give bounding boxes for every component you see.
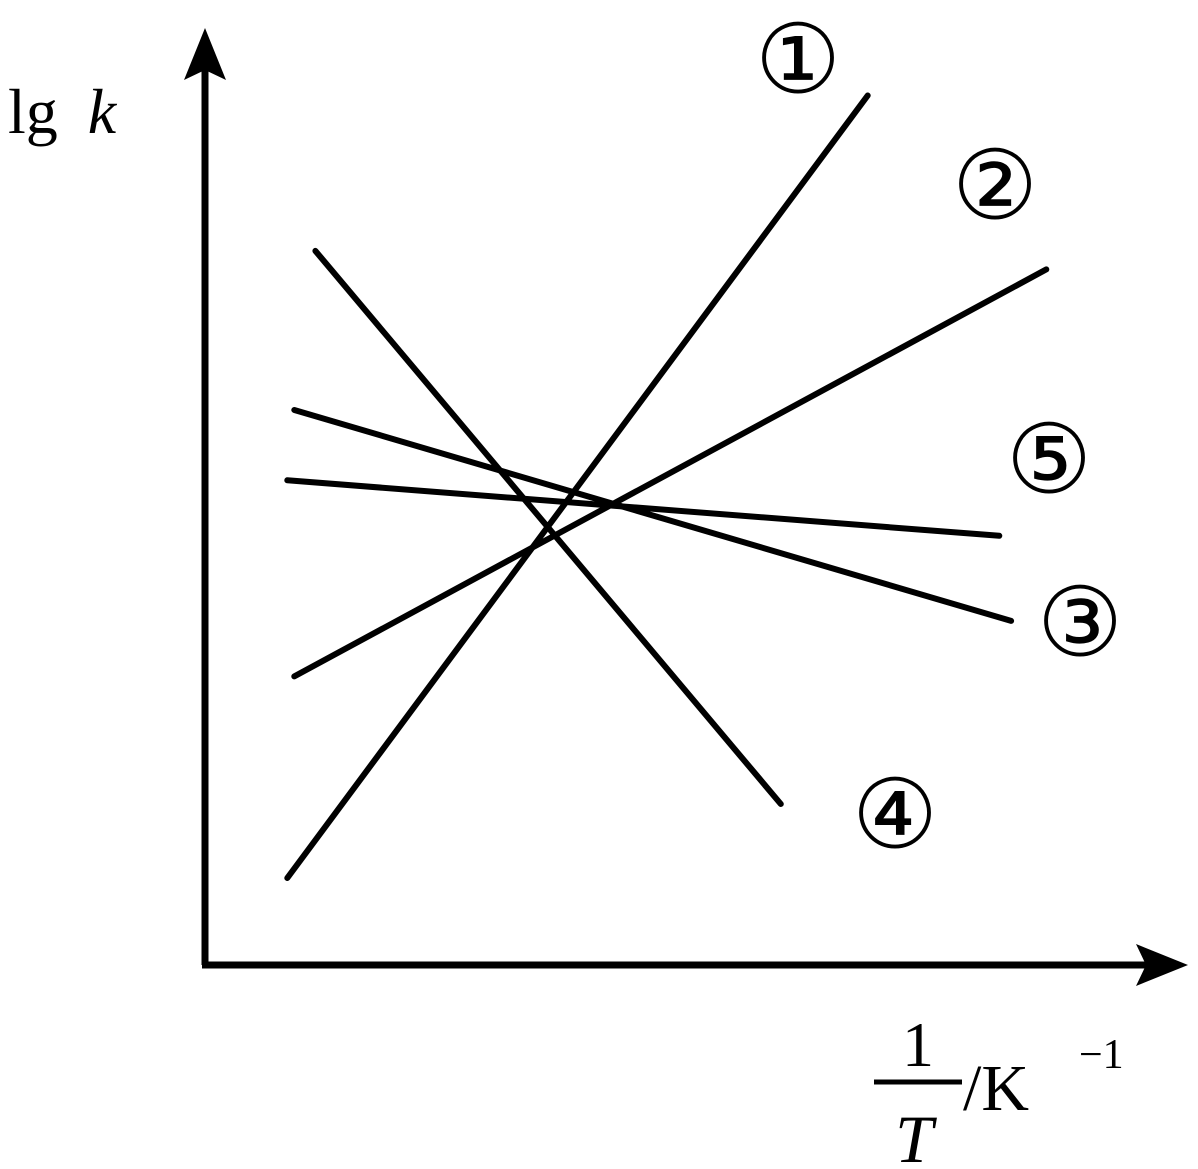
series-label-1: ① (755, 7, 841, 114)
series-line-4 (312, 247, 784, 807)
series-label-3: ③ (1037, 570, 1123, 677)
series-label-text-1: ① (755, 7, 841, 114)
series-line-5 (284, 477, 1003, 539)
series-label-text-2: ② (952, 133, 1038, 240)
series-label-text-3: ③ (1037, 570, 1123, 677)
svg-text:lg k: lg k (8, 76, 118, 147)
y-axis-arrow (184, 28, 226, 80)
series-label-text-4: ④ (852, 762, 938, 869)
series-label-4: ④ (852, 762, 938, 869)
xlabel-exponent: −1 (1079, 1032, 1124, 1078)
x-axis-label: 1 T /K −1 (874, 1009, 1124, 1169)
xlabel-unit: /K (963, 1052, 1029, 1125)
y-axis-label: lg k (8, 76, 118, 147)
series-line-3 (291, 407, 1015, 624)
series-label-5: ⑤ (1006, 407, 1092, 514)
xlabel-denominator: T (895, 1101, 937, 1169)
series-line-2 (291, 266, 1050, 680)
x-axis-arrow (1136, 944, 1188, 986)
series-layer (284, 92, 1050, 881)
series-label-2: ② (952, 133, 1038, 240)
axes (184, 28, 1188, 986)
xlabel-numerator: 1 (902, 1009, 934, 1080)
series-label-text-5: ⑤ (1006, 407, 1092, 514)
ylabel-prefix: lg (8, 76, 58, 147)
ylabel-variable: k (88, 76, 118, 147)
series-line-1 (284, 92, 871, 881)
series-label-layer: ① ② ③④ ⑤ (755, 7, 1123, 869)
